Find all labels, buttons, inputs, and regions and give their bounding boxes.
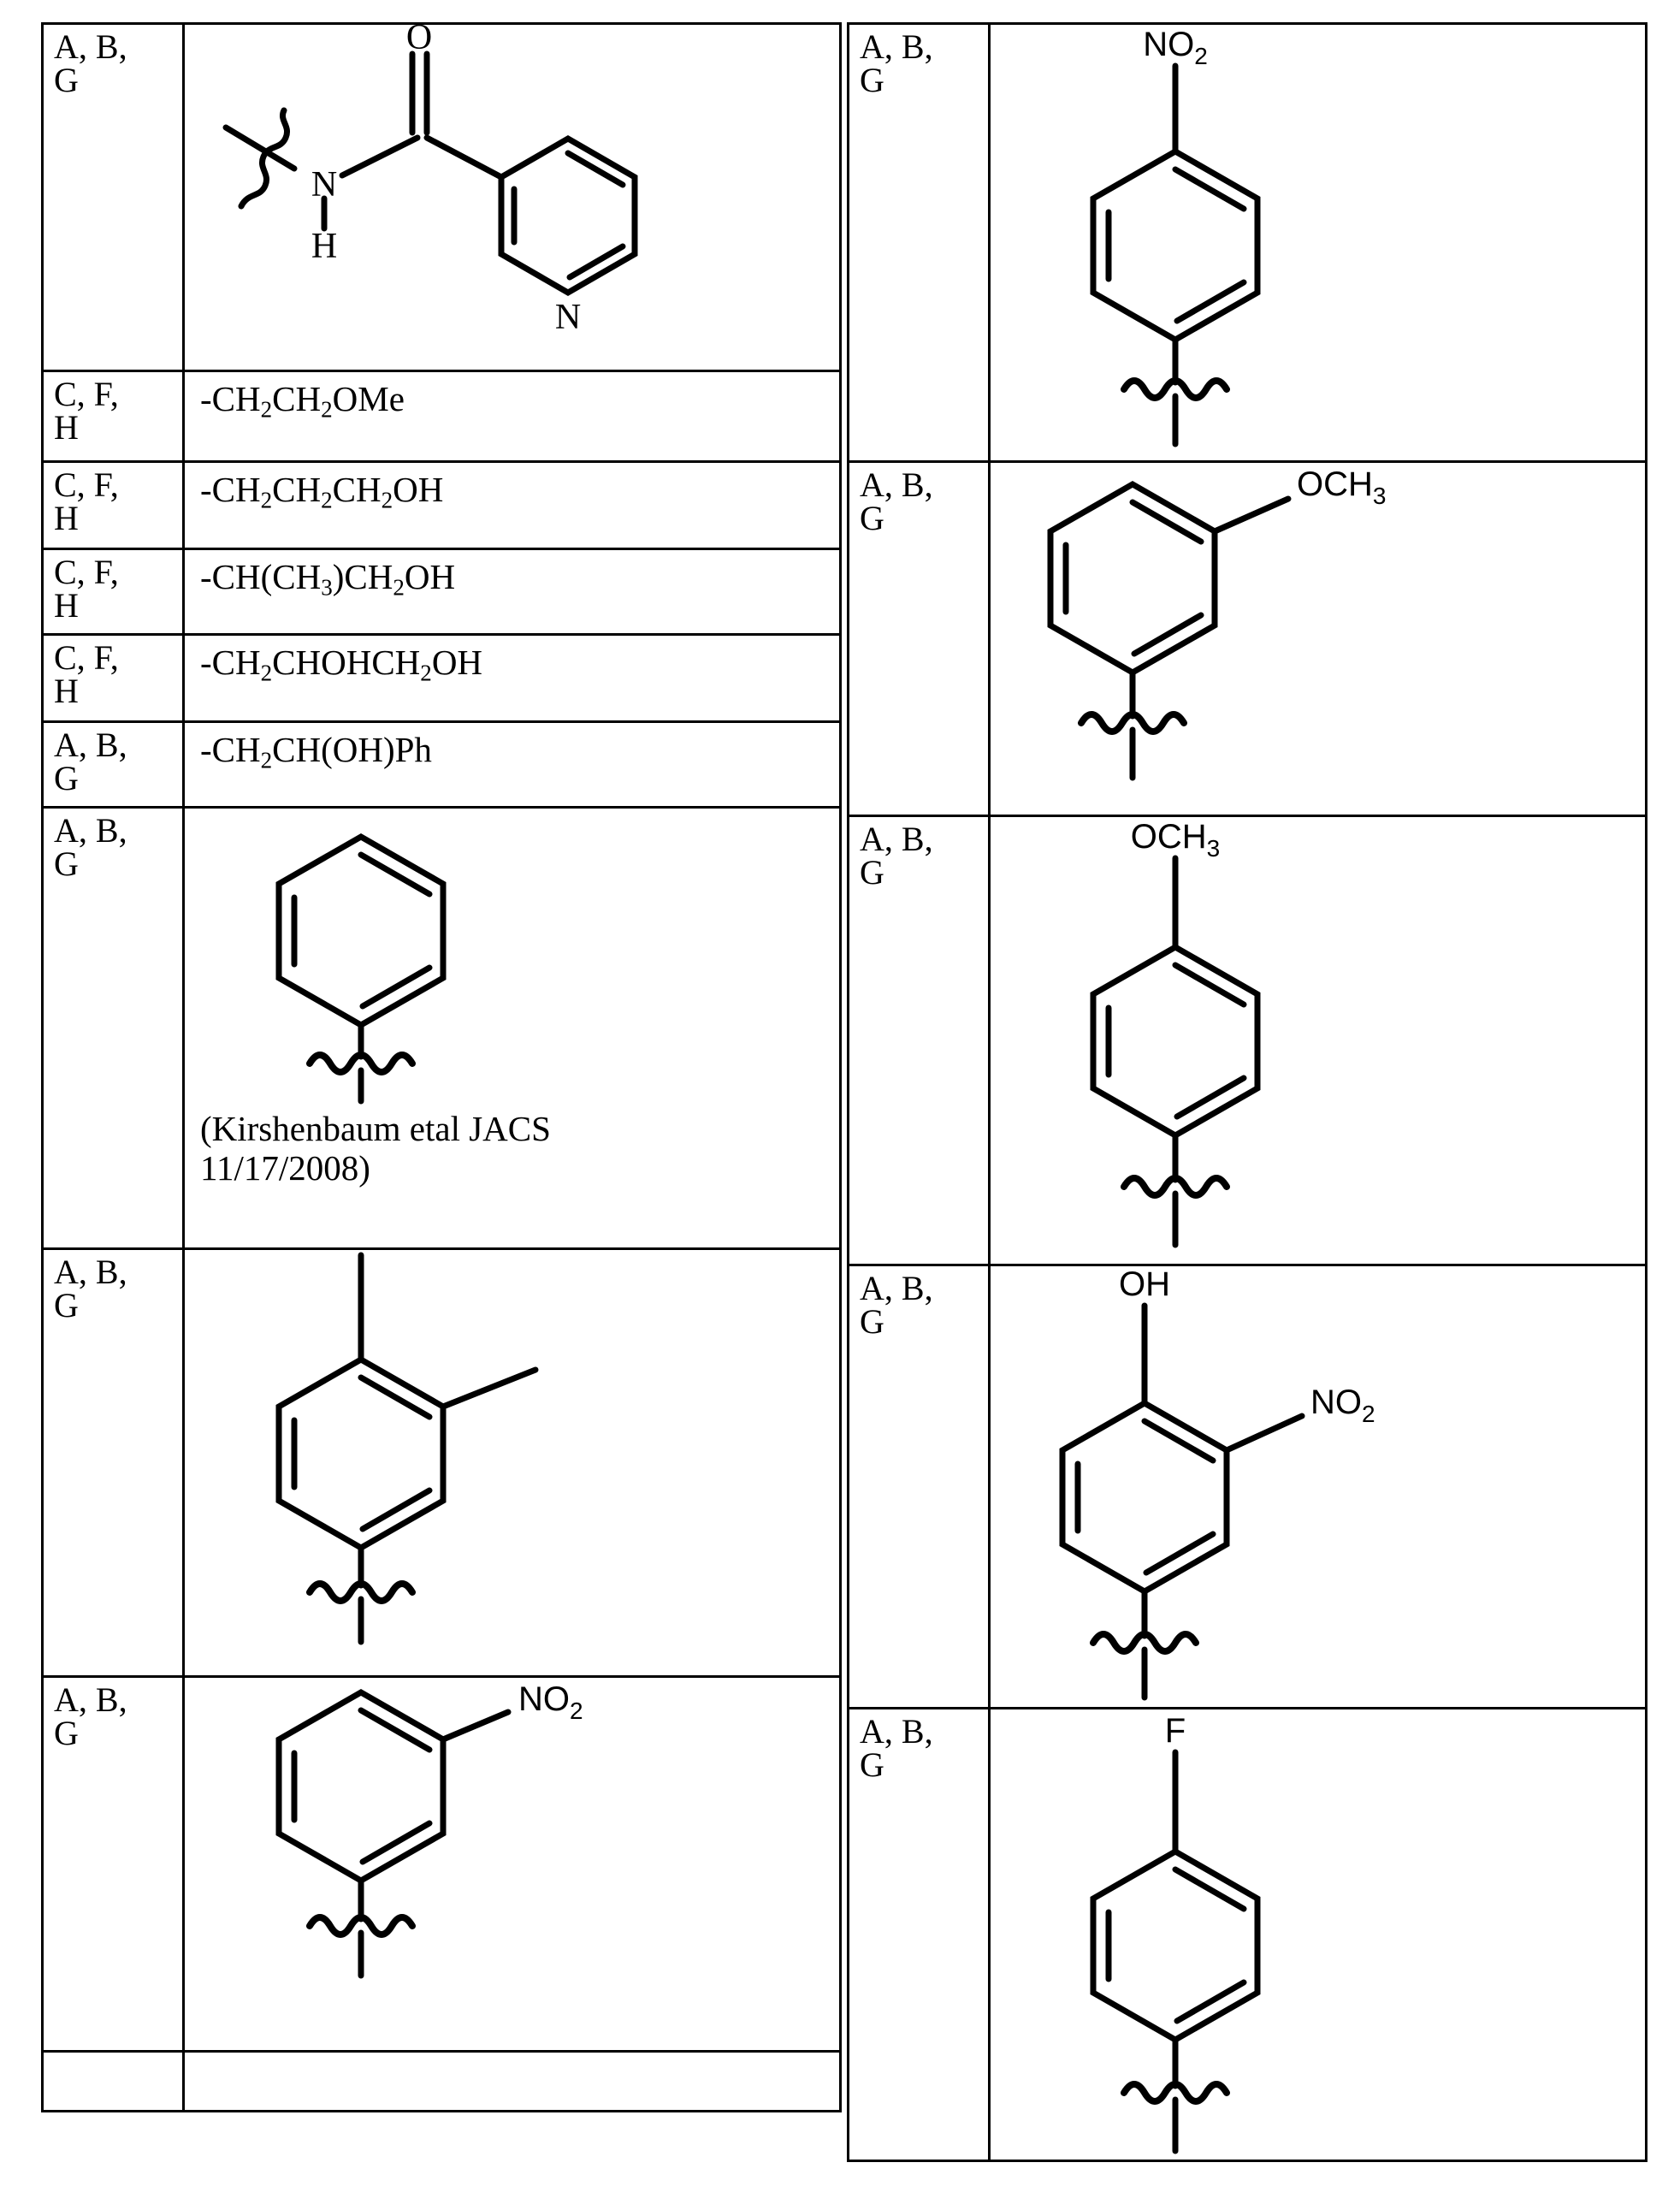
atom-label-amide-nitrogen: N (311, 165, 337, 204)
table-row: C, F, H -CH2CH2CH2OH (41, 460, 842, 550)
row-label-cell: A, B, G (847, 815, 991, 1266)
row-structure-cell: NO2 (988, 22, 1647, 463)
atom-label-nitro: NO2 (518, 1680, 583, 1724)
row-formula-cell: -CH2CH(OH)Ph (182, 720, 842, 809)
atom-label-methoxy: OCH3 (1131, 818, 1220, 862)
row-label-cell: A, B, G (847, 1264, 991, 1709)
formula-text: -CH(CH3)CH2OH (200, 557, 456, 601)
table-row: A, B, G (847, 1707, 1647, 2162)
row-label: A, B, G (54, 1680, 127, 1753)
table-row: A, B, G (41, 806, 842, 1250)
row-label: C, F, H (54, 638, 119, 711)
row-structure-cell: OCH3 (988, 460, 1647, 817)
row-structure-cell: NO2 (182, 1675, 842, 2053)
row-formula-cell: -CH2CHOHCH2OH (182, 633, 842, 723)
table-row: C, F, H -CH2CHOHCH2OH (41, 633, 842, 723)
row-label-cell: A, B, G (41, 806, 185, 1250)
row-label: A, B, G (860, 1269, 933, 1342)
atom-label-nitro: NO2 (1143, 26, 1208, 69)
atom-label-pyridine-nitrogen: N (555, 298, 581, 337)
row-label-cell: A, B, G (41, 720, 185, 809)
table-row: A, B, G (847, 22, 1647, 463)
formula-text: -CH2CHOHCH2OH (200, 643, 483, 686)
row-empty-cell (182, 2050, 842, 2112)
table-row: A, B, G (41, 1247, 842, 1678)
row-label: A, B, G (860, 27, 933, 100)
row-structure-cell (182, 1247, 842, 1678)
substituent-table-right: A, B, G (847, 22, 1647, 2162)
table-row: A, B, G (847, 1264, 1647, 1709)
formula-text: -CH2CH(OH)Ph (200, 730, 432, 773)
row-label: A, B, G (860, 820, 933, 892)
row-label: A, B, G (860, 1712, 933, 1785)
row-label: C, F, H (54, 553, 119, 625)
row-label: C, F, H (54, 465, 119, 538)
table-row: A, B, G (847, 460, 1647, 817)
table-row (41, 2050, 842, 2112)
row-label-cell: C, F, H (41, 370, 185, 463)
atom-label-fluorine: F (1165, 1712, 1186, 1750)
table-row: C, F, H -CH2CH2OMe (41, 370, 842, 463)
row-label: A, B, G (54, 27, 127, 100)
substituent-table-left: A, B, G (41, 22, 842, 2112)
atom-label-methoxy: OCH3 (1297, 465, 1386, 509)
table-row: A, B, G (847, 815, 1647, 1266)
table-row: A, B, G (41, 22, 842, 372)
row-label-cell: C, F, H (41, 460, 185, 550)
row-formula-cell: -CH(CH3)CH2OH (182, 548, 842, 636)
row-structure-cell: F (988, 1707, 1647, 2162)
row-label: C, F, H (54, 375, 119, 447)
row-formula-cell: -CH2CH2CH2OH (182, 460, 842, 550)
table-row: A, B, G -CH2CH(OH)Ph (41, 720, 842, 809)
row-structure-cell: OH NO2 (988, 1264, 1647, 1709)
row-label: A, B, G (54, 811, 127, 884)
formula-text: -CH2CH2CH2OH (200, 470, 444, 513)
structure-caption: (Kirshenbaum etal JACS 11/17/2008) (200, 1109, 551, 1188)
formula-text: -CH2CH2OMe (200, 379, 405, 423)
atom-label-hydroxyl: OH (1119, 1266, 1170, 1303)
row-label: A, B, G (860, 465, 933, 538)
row-structure-cell: (Kirshenbaum etal JACS 11/17/2008) (182, 806, 842, 1250)
row-formula-cell: -CH2CH2OMe (182, 370, 842, 463)
row-label: A, B, G (54, 726, 127, 798)
atom-label-oxygen: O (406, 25, 432, 57)
row-structure-cell: O N H N (182, 22, 842, 372)
atom-label-hydrogen: H (311, 227, 337, 266)
table-row: A, B, G (41, 1675, 842, 2053)
table-row: C, F, H -CH(CH3)CH2OH (41, 548, 842, 636)
row-label-cell: A, B, G (847, 22, 991, 463)
row-label-cell: A, B, G (847, 460, 991, 817)
row-label-cell (41, 2050, 185, 2112)
row-label-cell: C, F, H (41, 548, 185, 636)
row-label-cell: A, B, G (41, 1675, 185, 2053)
atom-label-nitro: NO2 (1310, 1383, 1375, 1427)
row-label: A, B, G (54, 1253, 127, 1325)
row-structure-cell: OCH3 (988, 815, 1647, 1266)
row-label-cell: A, B, G (847, 1707, 991, 2162)
row-label-cell: A, B, G (41, 22, 185, 372)
row-label-cell: C, F, H (41, 633, 185, 723)
row-label (44, 2053, 182, 2058)
row-label-cell: A, B, G (41, 1247, 185, 1678)
